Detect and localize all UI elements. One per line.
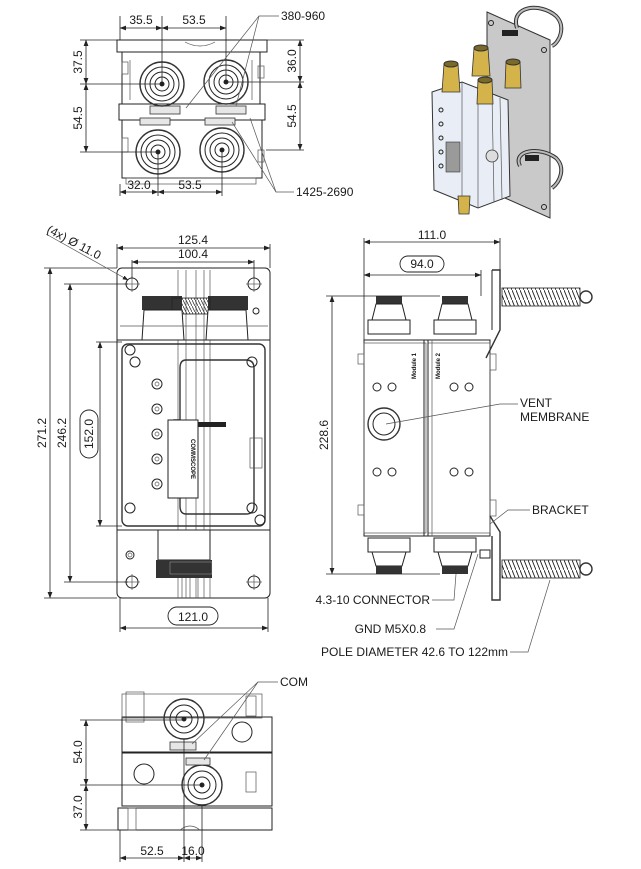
pole-clamp-bottom	[501, 559, 581, 579]
lower-module-top	[121, 119, 263, 179]
dim-right-upper: 36.0	[285, 49, 299, 73]
upper-module-bottom	[121, 716, 273, 754]
vent-callout-line2: MEMBRANE	[520, 410, 589, 424]
callout-380-960: 380-960	[281, 9, 325, 23]
housing-body	[431, 81, 511, 209]
dim-top-left: 35.5	[129, 13, 153, 27]
dim-vert-upper: 54.0	[71, 740, 85, 764]
dim-bottom-left: 32.0	[127, 178, 151, 192]
lid-outline	[173, 359, 255, 515]
lower-module-bottom	[121, 751, 273, 807]
bracket-callout: BRACKET	[532, 503, 589, 517]
vent-membrane	[367, 407, 401, 441]
side-connector-top-right	[433, 296, 477, 335]
dim-overall-depth: 111.0	[418, 228, 447, 242]
callout-1425-2690: 1425-2690	[296, 185, 354, 199]
dim-left-lower: 54.5	[71, 106, 85, 130]
dim-height: 228.6	[317, 420, 331, 450]
dim-base-width: 121.0	[178, 610, 208, 624]
top-flange	[116, 39, 268, 53]
dim-top-right: 53.5	[182, 13, 206, 27]
dim-vert-lower: 37.0	[71, 795, 85, 819]
upper-module-top	[121, 51, 261, 105]
vent-callout-line1: VENT	[520, 396, 553, 410]
module-2-label: Module 2	[436, 352, 442, 379]
pole-diameter-callout: POLE DIAMETER 42.6 TO 122mm	[321, 645, 508, 659]
mounting-hole	[246, 574, 262, 590]
iso-connectors	[441, 44, 522, 215]
brand-plate	[167, 419, 199, 499]
dim-hole-height: 246.2	[55, 418, 69, 448]
dim-overall-width: 125.4	[178, 233, 208, 247]
dim-hole-spacing: 100.4	[178, 247, 208, 261]
bottom-view: 54.0 37.0 52.5 16.0 COM	[71, 675, 308, 862]
dim-bottom-right: 53.5	[178, 178, 202, 192]
dim-horiz-right: 16.0	[181, 844, 205, 858]
side-bracket	[485, 269, 501, 359]
pole-clamp-top	[501, 287, 581, 307]
screw-column	[151, 378, 163, 490]
com-callout: COM	[280, 675, 308, 689]
hole-callout: (4x) Ø 11.0	[45, 222, 104, 262]
dim-body-height: 152.0	[82, 419, 96, 449]
module-1-label: Module 1	[412, 352, 418, 379]
ground-screw	[479, 549, 491, 559]
side-connector-bottom-right	[433, 537, 477, 574]
side-connector-bottom-left	[367, 537, 411, 574]
mounting-hole	[246, 276, 262, 292]
brand-label: COMMSCOPE	[189, 439, 195, 479]
connector-callout: 4.3-10 CONNECTOR	[316, 593, 431, 607]
dim-body-depth: 94.0	[410, 257, 434, 271]
bottom-connector-upper	[163, 698, 205, 740]
dim-left-upper: 37.5	[71, 50, 85, 74]
dim-overall-height: 271.2	[35, 418, 49, 448]
side-connector-top-left	[367, 296, 411, 335]
dim-right-lower: 54.5	[285, 104, 299, 128]
dim-horiz-left: 52.5	[140, 844, 164, 858]
top-view: 35.5 53.5 32.0 53.5 37.5 54.5 36.0 54.5 …	[71, 9, 354, 199]
isometric-view	[431, 6, 564, 219]
side-view: Module 1 Module 2	[316, 228, 593, 659]
ground-callout: GND M5X0.8	[355, 622, 427, 636]
bottom-flange	[117, 807, 273, 831]
side-housing	[363, 339, 491, 537]
front-view: COMMSCOPE 125.4 100.4 271.	[35, 222, 271, 632]
